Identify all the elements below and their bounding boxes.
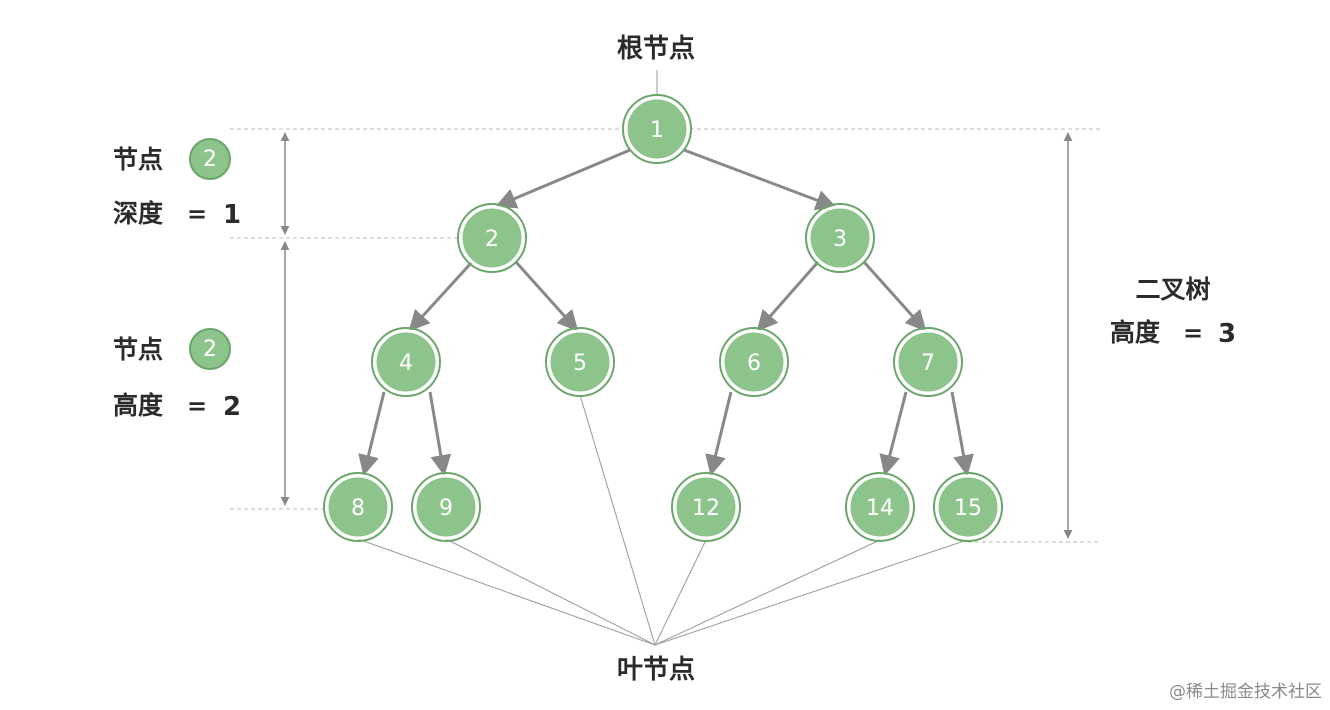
edge-6-12 xyxy=(705,391,733,477)
edge-4-9 xyxy=(428,391,452,477)
edge-1-3 xyxy=(683,148,837,211)
depth-value: 1 xyxy=(223,200,241,230)
tree-node: 5 xyxy=(545,327,615,397)
node-label: 2 xyxy=(485,227,499,252)
depth-legend-node-value: 2 xyxy=(203,147,217,172)
node-label: 9 xyxy=(439,496,453,521)
edge-1-2 xyxy=(495,148,631,209)
depth-legend: 节点 2 深度 = 1 xyxy=(113,138,241,230)
tree-node: 14 xyxy=(845,472,915,542)
edge-2-5 xyxy=(514,260,579,332)
tree-node: 15 xyxy=(933,472,1003,542)
watermark: @稀土掘金技术社区 xyxy=(1169,682,1322,702)
tree-height-legend: 二叉树 高度 = 3 xyxy=(1110,275,1236,349)
measure-arrows xyxy=(280,132,1073,539)
tree-height-value: 3 xyxy=(1218,319,1236,349)
depth-label: 深度 xyxy=(113,199,163,228)
tree-node: 8 xyxy=(323,472,393,542)
tree-edges xyxy=(358,148,974,477)
node-label: 7 xyxy=(921,351,935,376)
tree-node: 1 xyxy=(622,94,692,164)
edge-3-6 xyxy=(756,261,820,332)
height-legend-node-word: 节点 xyxy=(113,335,163,364)
node-height-label: 高度 xyxy=(113,391,163,420)
tree-node: 6 xyxy=(719,327,789,397)
depth-legend-node-icon xyxy=(189,138,231,180)
guide-lines xyxy=(230,128,1100,543)
node-label: 6 xyxy=(747,351,761,376)
leaf-pointer-lines xyxy=(357,70,968,646)
edge-7-15 xyxy=(950,391,974,477)
tree-height-label: 高度 xyxy=(1110,318,1160,347)
tree-node: 12 xyxy=(671,472,741,542)
leaf-pointer-15 xyxy=(654,539,968,646)
edge-3-7 xyxy=(862,260,927,332)
node-height-value: 2 xyxy=(223,392,241,422)
node-label: 4 xyxy=(399,351,413,376)
node-label: 3 xyxy=(833,227,847,252)
tree-node: 9 xyxy=(411,472,481,542)
edge-2-4 xyxy=(408,260,474,332)
leaf-pointer-12 xyxy=(654,539,707,646)
edge-4-8 xyxy=(358,391,386,477)
node-label: 15 xyxy=(954,496,982,521)
edge-7-14 xyxy=(879,391,908,477)
node-label: 14 xyxy=(866,496,894,521)
leaf-pointer-5 xyxy=(579,394,656,646)
root-node-label: 根节点 xyxy=(617,33,695,64)
tree-height-equals: = xyxy=(1183,319,1203,347)
tree-label: 二叉树 xyxy=(1135,275,1210,304)
node-label: 12 xyxy=(692,496,720,521)
tree-node: 7 xyxy=(893,327,963,397)
height-legend-node-icon xyxy=(189,328,231,370)
tree-node: 3 xyxy=(805,203,875,273)
tree-node: 2 xyxy=(457,203,527,273)
node-label: 5 xyxy=(573,351,587,376)
tree-nodes: 1 2 3 4 5 6 7 xyxy=(323,94,1003,542)
depth-equals: = xyxy=(187,200,207,228)
node-height-equals: = xyxy=(187,392,207,420)
height-legend-node-value: 2 xyxy=(203,337,217,362)
leaf-node-label: 叶节点 xyxy=(617,654,695,685)
node-label: 8 xyxy=(351,496,365,521)
depth-legend-node-word: 节点 xyxy=(113,145,163,174)
leaf-pointer-14 xyxy=(654,539,881,646)
node-height-legend: 节点 2 高度 = 2 xyxy=(113,328,241,422)
tree-node: 4 xyxy=(371,327,441,397)
leaf-pointer-9 xyxy=(445,538,656,646)
leaf-pointer-8 xyxy=(357,538,656,646)
node-label: 1 xyxy=(650,118,664,143)
